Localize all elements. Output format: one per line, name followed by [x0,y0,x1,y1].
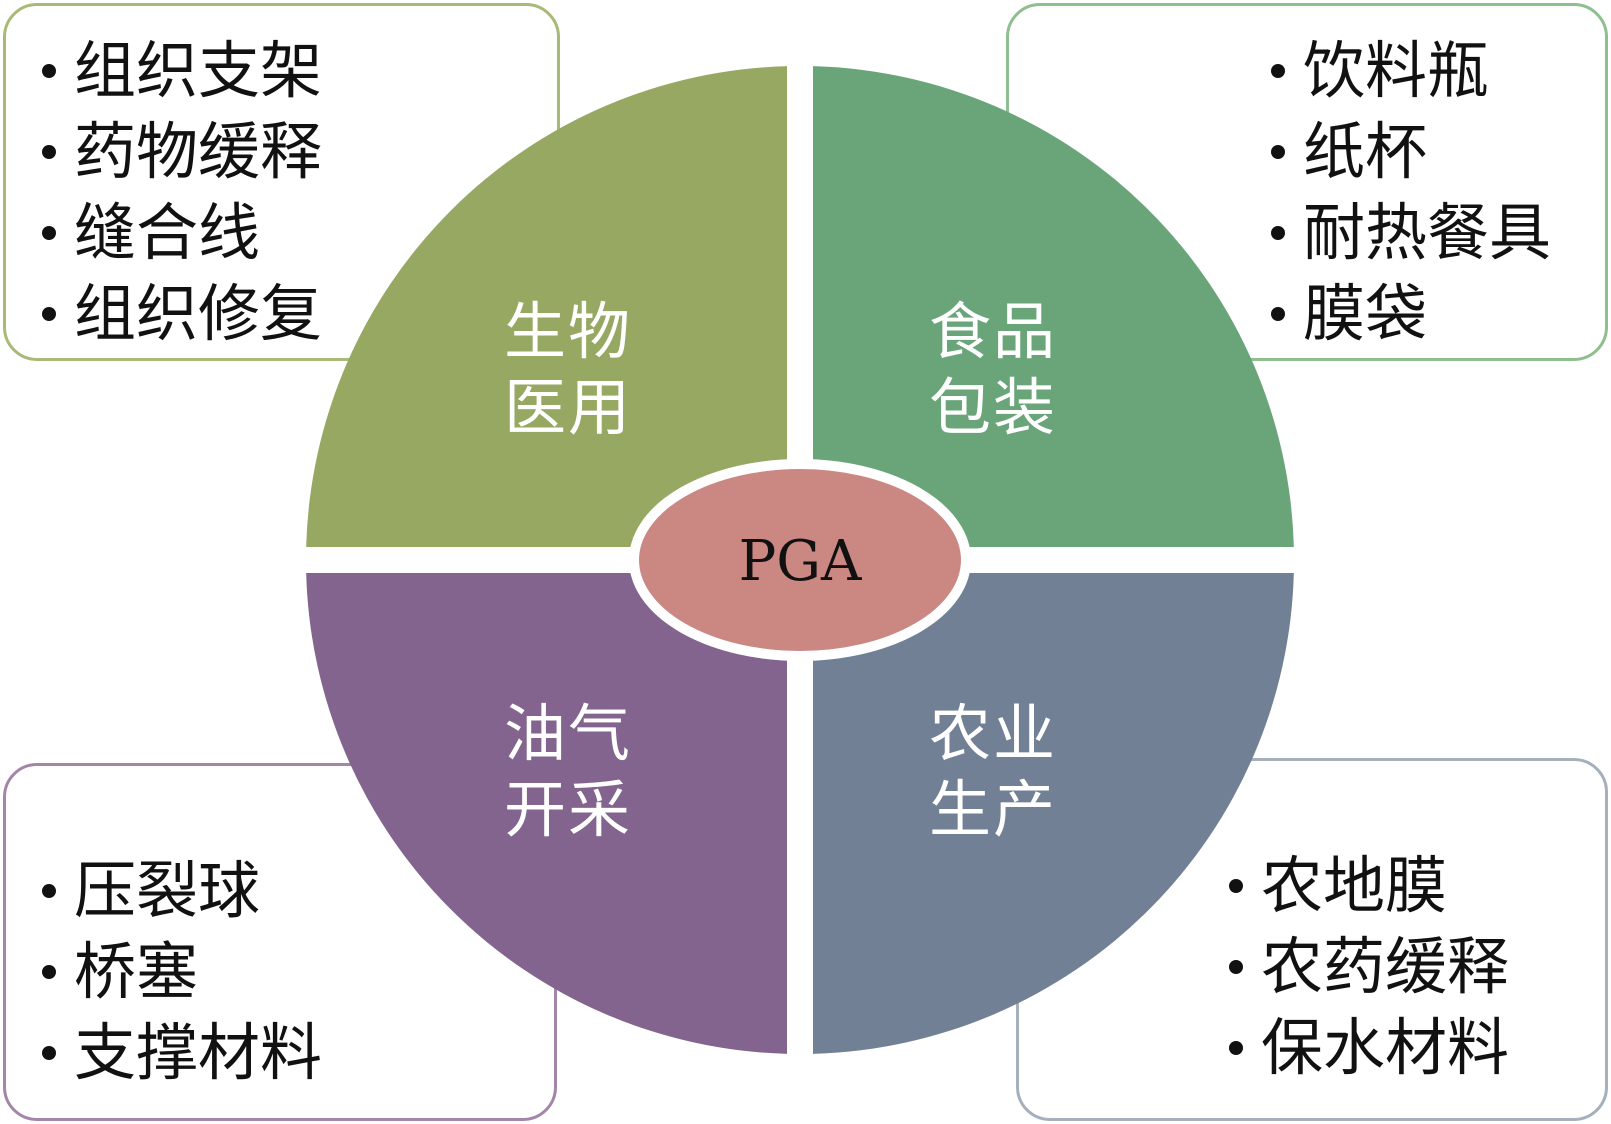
list-item: 支撑材料 [42,1012,322,1093]
list-item: 桥塞 [42,931,322,1012]
bullet-icon [42,225,56,240]
bullet-icon [1229,959,1243,974]
bullet-icon [42,63,56,78]
center-label: PGA [738,529,862,594]
quadrant-food-packaging [813,66,1294,547]
bullet-icon [42,144,56,159]
list-item: 纸杯 [1271,111,1551,192]
agriculture-item-list: 农地膜 农药缓释 保水材料 [1229,845,1509,1088]
bullet-icon [1271,63,1285,78]
list-item: 缝合线 [42,192,322,273]
bullet-icon [1229,878,1243,893]
oil-gas-label: 油气 开采 [503,697,632,846]
quadrant-oil-gas [306,573,787,1054]
quadrant-agriculture [813,573,1294,1054]
bullet-icon [42,306,56,321]
bullet-icon [42,964,56,979]
bullet-icon [1271,225,1285,240]
list-item: 压裂球 [42,850,322,931]
biomedical-label: 生物 医用 [503,295,632,444]
list-item: 药物缓释 [42,111,322,192]
quadrant-biomedical [306,66,787,547]
food-packaging-label: 食品 包装 [928,295,1057,444]
center-ellipse [629,459,971,661]
list-item: 饮料瓶 [1271,30,1551,111]
biomedical-item-list: 组织支架 药物缓释 缝合线 组织修复 [42,30,322,354]
list-item: 农地膜 [1229,845,1509,926]
list-item: 膜袋 [1271,273,1551,354]
list-item: 组织支架 [42,30,322,111]
oil-gas-item-list: 压裂球 桥塞 支撑材料 [42,850,322,1093]
bullet-icon [42,1045,56,1060]
agriculture-label: 农业 生产 [928,697,1057,846]
list-item: 农药缓释 [1229,926,1509,1007]
list-item: 保水材料 [1229,1007,1509,1088]
list-item: 耐热餐具 [1271,192,1551,273]
food-packaging-item-list: 饮料瓶 纸杯 耐热餐具 膜袋 [1271,30,1551,354]
bullet-icon [42,883,56,898]
bullet-icon [1229,1040,1243,1055]
bullet-icon [1271,144,1285,159]
list-item: 组织修复 [42,273,322,354]
bullet-icon [1271,306,1285,321]
biomedical-list-box: 组织支架 药物缓释 缝合线 组织修复 [3,3,560,361]
